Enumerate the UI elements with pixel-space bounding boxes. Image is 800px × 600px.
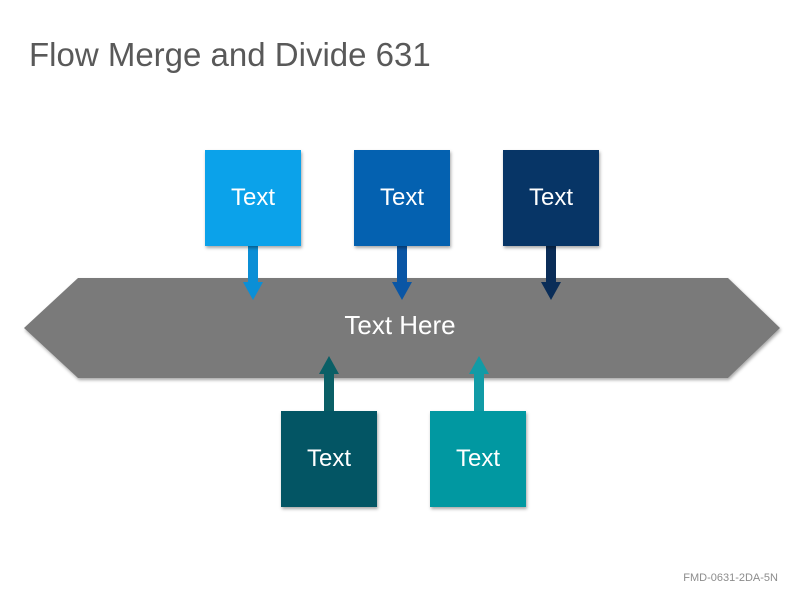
top-box-1-label: Text (230, 184, 275, 211)
bottom-box-2: Text (430, 411, 526, 507)
bottom-arrow-2 (469, 356, 489, 411)
page-title: Flow Merge and Divide 631 (29, 36, 431, 73)
bottom-arrow-1 (319, 356, 339, 411)
main-flow-band (24, 278, 780, 378)
bottom-box-1: Text (281, 411, 377, 507)
top-box-3: Text (503, 150, 599, 246)
footer-code: FMD-0631-2DA-5N (683, 572, 778, 584)
bottom-box-1-label: Text (306, 445, 351, 472)
bottom-box-2-label: Text (455, 445, 500, 472)
top-box-2-label: Text (379, 184, 424, 211)
top-box-1: Text (205, 150, 301, 246)
top-arrow-3 (541, 246, 561, 300)
top-arrow-2 (392, 246, 412, 300)
top-arrow-1 (243, 246, 263, 300)
top-box-3-label: Text (528, 184, 573, 211)
main-band-label: Text Here (344, 310, 456, 340)
top-box-2: Text (354, 150, 450, 246)
